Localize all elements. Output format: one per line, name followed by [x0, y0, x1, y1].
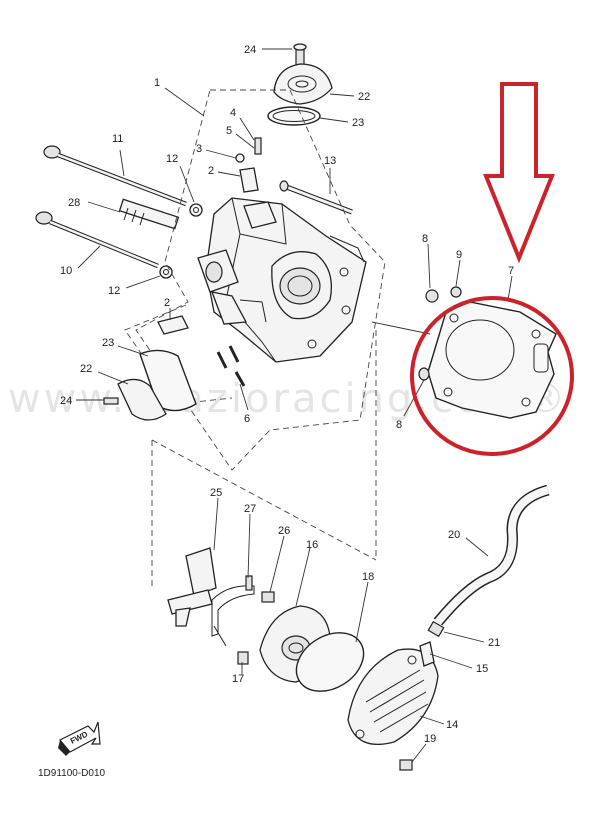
- stud-bolt-13: [279, 180, 353, 215]
- label-1: 1: [154, 77, 160, 89]
- label-13: 13: [324, 155, 336, 167]
- highlight-circle: [410, 296, 574, 456]
- cylinder-gasket-7: [427, 301, 557, 419]
- label-19: 19: [424, 733, 436, 745]
- label-7: 7: [508, 265, 514, 277]
- cover-gasket-part: [267, 106, 321, 126]
- dowel-8-lower: [418, 367, 430, 381]
- side-cover-lower: [103, 349, 197, 421]
- label-21: 21: [488, 637, 500, 649]
- label-6: 6: [244, 413, 250, 425]
- highlight-arrow-icon: [483, 82, 555, 264]
- label-24-lower: 24: [60, 395, 72, 407]
- long-bolt-11: [43, 145, 187, 207]
- long-bolt-10: [35, 211, 159, 269]
- label-23-top: 23: [352, 117, 364, 129]
- part-5: [254, 137, 262, 155]
- part-label-group: 24 22 23 1 4 5 3 2 11 12 13 28 10 12 8 9…: [60, 44, 514, 745]
- label-22-top: 22: [358, 91, 370, 103]
- label-8-upper: 8: [422, 233, 428, 245]
- o-ring-18: [295, 632, 365, 692]
- bolt-24-lower: [103, 397, 119, 405]
- fwd-arrow-icon: FWD: [58, 721, 101, 756]
- label-14: 14: [446, 719, 458, 731]
- label-22-lower: 22: [80, 363, 92, 375]
- label-25: 25: [210, 487, 222, 499]
- label-17: 17: [232, 673, 244, 685]
- label-3: 3: [196, 143, 202, 155]
- washer-12-lower: [159, 265, 173, 279]
- label-11: 11: [112, 133, 123, 145]
- label-4: 4: [230, 107, 236, 119]
- label-15: 15: [476, 663, 488, 675]
- label-10: 10: [60, 265, 72, 277]
- label-2-top: 2: [208, 165, 214, 177]
- bracket-part-25: [167, 547, 217, 627]
- label-26: 26: [278, 525, 290, 537]
- ring-9: [450, 286, 462, 298]
- spark-plug-part: [118, 198, 180, 230]
- label-2-lower: 2: [164, 297, 170, 309]
- clamp-21: [427, 620, 445, 638]
- label-18: 18: [362, 571, 374, 583]
- bolt-26: [261, 591, 275, 603]
- label-27: 27: [244, 503, 256, 515]
- cover-bolt-part: [295, 47, 305, 67]
- lower-dash-diag: [151, 439, 377, 561]
- label-20: 20: [448, 529, 460, 541]
- label-5: 5: [226, 125, 232, 137]
- valve-parts-6: [216, 345, 246, 387]
- label-12-top: 12: [166, 153, 178, 165]
- bolt-19: [399, 759, 413, 771]
- cylinder-head-part: [197, 197, 367, 363]
- dowel-8-upper: [425, 289, 439, 303]
- pump-cover-14: [347, 648, 439, 746]
- label-8-lower: 8: [396, 419, 402, 431]
- part-2-lower: [157, 315, 189, 335]
- leader-lines: [76, 48, 513, 763]
- label-24-top: 24: [244, 44, 256, 56]
- part-2-upper: [239, 167, 259, 193]
- cam-cover-part: [267, 43, 333, 126]
- bracket-part-27: [211, 575, 255, 647]
- label-12-lower: 12: [108, 285, 120, 297]
- figure-code: 1D91100-D010: [38, 768, 106, 779]
- label-16: 16: [306, 539, 318, 551]
- bolt-17: [237, 651, 249, 665]
- washer-12-upper: [189, 203, 203, 217]
- label-28: 28: [68, 197, 80, 209]
- label-23-lower: 23: [102, 337, 114, 349]
- part-3: [235, 153, 245, 163]
- fitting-15: [419, 641, 435, 667]
- label-9: 9: [456, 249, 462, 261]
